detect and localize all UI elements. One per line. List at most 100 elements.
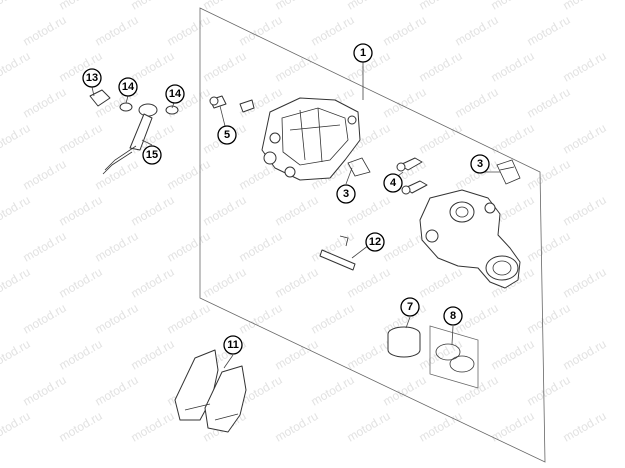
watermark-text: motod.ru <box>381 13 429 49</box>
watermark-text: motod.ru <box>129 409 177 445</box>
watermark-text: motod.ru <box>453 373 501 409</box>
watermark-text: motod.ru <box>21 229 69 265</box>
svg-text:5: 5 <box>224 129 230 141</box>
watermark-text: motod.ru <box>129 193 177 229</box>
watermark-text: motod.ru <box>453 13 501 49</box>
svg-text:1: 1 <box>360 47 366 59</box>
watermark-text: motod.ru <box>0 337 33 373</box>
watermark-text: motod.ru <box>165 229 213 265</box>
watermark-text: motod.ru <box>489 0 537 13</box>
watermark-text: motod.ru <box>21 301 69 337</box>
caliper-body <box>261 97 361 181</box>
watermark-text: motod.ru <box>489 49 537 85</box>
watermark-text: motod.ru <box>309 13 357 49</box>
callout-14a: 14 <box>118 77 138 97</box>
svg-text:3: 3 <box>343 188 349 200</box>
watermark-text: motod.ru <box>525 85 573 121</box>
watermark-text: motod.ru <box>273 193 321 229</box>
seal-kit <box>429 325 479 389</box>
watermark-text: motod.ru <box>0 409 33 445</box>
assembly-frame <box>199 7 546 463</box>
watermark-text: motod.ru <box>57 0 105 13</box>
watermark-text: motod.ru <box>273 0 321 13</box>
watermark-text: motod.ru <box>273 337 321 373</box>
watermark-text: motod.ru <box>561 193 609 229</box>
svg-text:13: 13 <box>86 72 98 84</box>
watermark-text: motod.ru <box>93 301 141 337</box>
watermark-text: motod.ru <box>57 121 105 157</box>
callout-14b: 14 <box>165 84 185 104</box>
watermark-text: motod.ru <box>165 157 213 193</box>
callout-4: 4 <box>383 173 403 193</box>
watermark-text: motod.ru <box>489 409 537 445</box>
watermark-text: motod.ru <box>561 265 609 301</box>
brake-pads <box>174 349 247 433</box>
callout-8: 8 <box>443 306 463 326</box>
watermark-text: motod.ru <box>57 409 105 445</box>
watermark-text: motod.ru <box>57 193 105 229</box>
watermark-text: motod.ru <box>453 85 501 121</box>
watermark-text: motod.ru <box>21 85 69 121</box>
callout-13: 13 <box>82 68 102 88</box>
callout-11: 11 <box>223 335 243 355</box>
watermark-text: motod.ru <box>237 229 285 265</box>
watermark-text: motod.ru <box>273 265 321 301</box>
watermark-text: motod.ru <box>345 409 393 445</box>
svg-text:14: 14 <box>122 81 135 93</box>
watermark-text: motod.ru <box>417 265 465 301</box>
watermark-text: motod.ru <box>345 337 393 373</box>
svg-text:14: 14 <box>169 88 182 100</box>
watermark-text: motod.ru <box>525 13 573 49</box>
watermark-text: motod.ru <box>525 301 573 337</box>
watermark-text: motod.ru <box>561 49 609 85</box>
watermark-text: motod.ru <box>165 301 213 337</box>
watermark-text: motod.ru <box>417 49 465 85</box>
watermark-text: motod.ru <box>417 0 465 13</box>
watermark-text: motod.ru <box>309 373 357 409</box>
watermark-text: motod.ru <box>201 0 249 13</box>
watermark-text: motod.ru <box>561 0 609 13</box>
watermark-text: motod.ru <box>21 13 69 49</box>
watermark-text: motod.ru <box>525 229 573 265</box>
callout-3b: 3 <box>470 154 490 174</box>
bleed-screw <box>209 95 255 113</box>
watermark-text: motod.ru <box>21 157 69 193</box>
watermark-text: motod.ru <box>525 373 573 409</box>
svg-text:8: 8 <box>450 310 456 322</box>
watermark-text: motod.ru <box>129 0 177 13</box>
watermark-text: motod.ru <box>57 337 105 373</box>
watermark-text: motod.ru <box>417 409 465 445</box>
watermark-text: motod.ru <box>381 85 429 121</box>
callout-7: 7 <box>400 297 420 317</box>
watermark-text: motod.ru <box>273 409 321 445</box>
watermark-text: motod.ru <box>417 337 465 373</box>
pad-springs <box>347 157 521 185</box>
watermark-text: motod.ru <box>237 13 285 49</box>
callout-1: 1 <box>353 43 373 63</box>
svg-text:3: 3 <box>477 158 483 170</box>
watermark-text: motod.ru <box>201 265 249 301</box>
watermark-text: motod.ru <box>525 157 573 193</box>
watermark-text: motod.ru <box>21 373 69 409</box>
watermark-text: motod.ru <box>0 265 33 301</box>
watermark-text: motod.ru <box>93 229 141 265</box>
piston <box>387 326 421 358</box>
watermark-text: motod.ru <box>57 265 105 301</box>
watermark-text: motod.ru <box>129 337 177 373</box>
watermark-text: motod.ru <box>165 13 213 49</box>
callout-15: 15 <box>142 145 162 165</box>
watermark-text: motod.ru <box>0 121 33 157</box>
watermark-text: motod.ru <box>561 121 609 157</box>
watermark-text: motod.ru <box>489 337 537 373</box>
watermark-text: motod.ru <box>129 265 177 301</box>
watermark-text: motod.ru <box>561 337 609 373</box>
watermark-text: motod.ru <box>561 409 609 445</box>
watermark-text: motod.ru <box>129 49 177 85</box>
watermark-text: motod.ru <box>201 193 249 229</box>
watermark-text: motod.ru <box>345 0 393 13</box>
banjo-fitting <box>89 89 179 175</box>
svg-text:15: 15 <box>146 149 158 161</box>
